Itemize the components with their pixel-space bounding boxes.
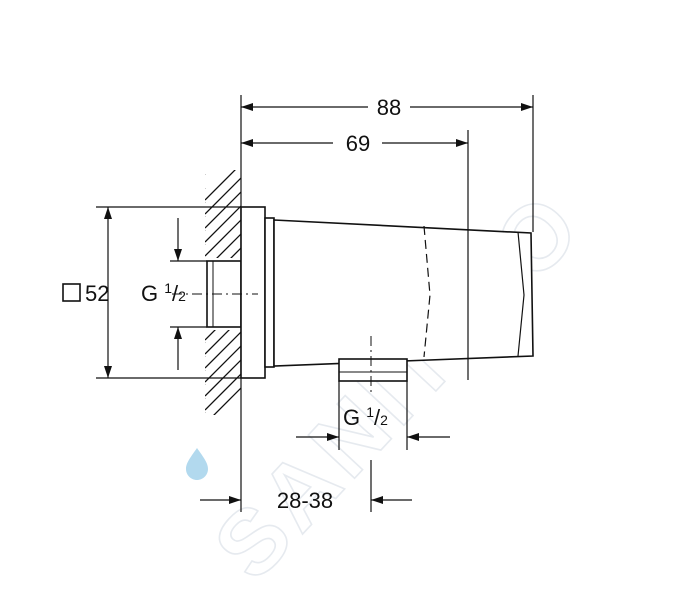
- flange: [240, 206, 275, 379]
- watermark-drop-icon: [186, 448, 208, 480]
- dimension-52: [96, 206, 241, 379]
- holder-body: [273, 219, 534, 367]
- dimension-52-label: 52: [62, 281, 109, 306]
- outlet-thread-label: G 1/2: [343, 404, 388, 430]
- square-size-value: 52: [85, 281, 109, 306]
- dimension-28-38: [200, 460, 412, 512]
- dimension-wall-thread: [170, 218, 207, 370]
- dimension-88: [241, 95, 534, 232]
- center-lines: [172, 293, 372, 392]
- dimension-28-38-label: 28-38: [277, 488, 333, 513]
- dimension-69: [241, 130, 469, 380]
- dimension-88-label: 88: [377, 95, 401, 120]
- dimension-outlet-thread: [296, 381, 450, 450]
- square-symbol-icon: [62, 283, 81, 302]
- wall-thread-label: G 1/2: [141, 280, 186, 306]
- dimension-69-label: 69: [346, 131, 370, 156]
- body-detail-lines: [423, 225, 525, 358]
- outlet-connector: [338, 358, 408, 382]
